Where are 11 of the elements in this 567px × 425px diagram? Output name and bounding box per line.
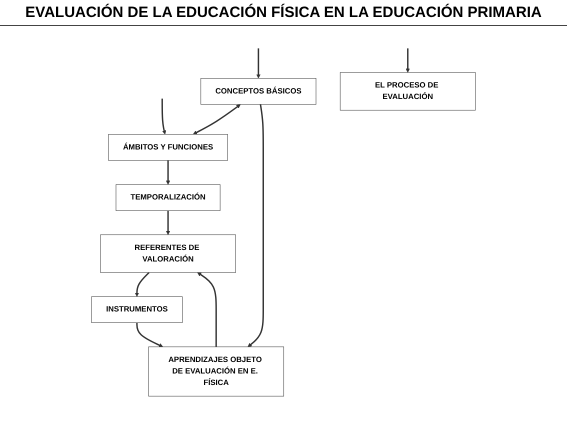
arrow [192, 104, 241, 135]
diagram-title: EVALUACIÓN DE LA EDUCACIÓN FÍSICA EN LA EDUCACIÓN PRIMARIA [0, 0, 567, 26]
arrow [248, 104, 264, 348]
arrow [406, 48, 410, 73]
arrow [136, 322, 164, 348]
arrow [134, 272, 150, 297]
arrow [161, 98, 166, 135]
arrow [197, 272, 217, 347]
arrow [166, 210, 170, 235]
arrow [166, 160, 170, 185]
arrow [256, 48, 261, 78]
